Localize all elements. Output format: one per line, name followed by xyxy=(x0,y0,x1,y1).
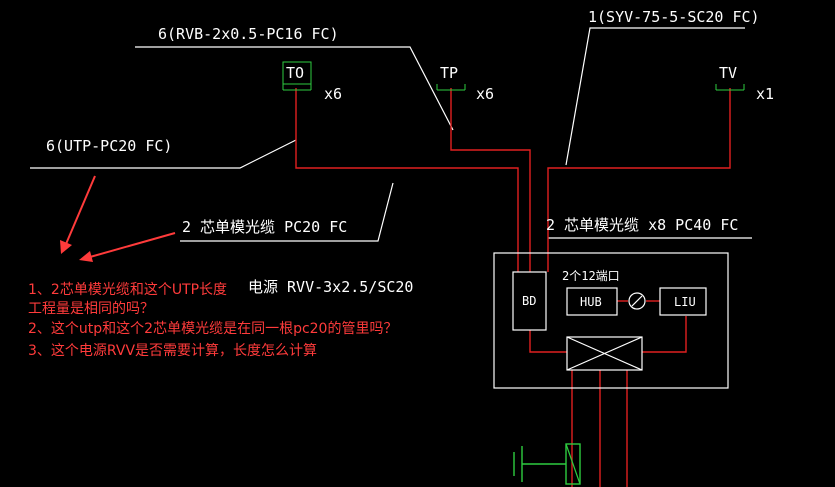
outlet-to-label: TO xyxy=(286,64,304,82)
liu-patch-wire xyxy=(642,316,687,353)
question-line-1: 1、2芯单模光缆和这个UTP长度 xyxy=(28,281,227,298)
ground-symbol xyxy=(513,443,581,485)
red-wiring xyxy=(295,88,731,487)
utp-leader-line xyxy=(30,139,297,169)
syv-cable-label: 1(SYV-75-5-SC20 FC) xyxy=(588,8,760,26)
utp-cable-label: 6(UTP-PC20 FC) xyxy=(46,137,172,155)
bd-box xyxy=(512,271,547,331)
fiber-left-label: 2 芯单模光缆 PC20 FC xyxy=(182,218,347,236)
liu-box xyxy=(659,287,707,316)
outlet-to-count: x6 xyxy=(324,85,342,103)
question-line-2: 工程量是相同的吗？ xyxy=(28,301,154,317)
outlet-tv-count: x1 xyxy=(756,85,774,103)
to-wire xyxy=(295,88,519,272)
question-line-3: 2、这个utp和这个2芯单模光缆是在同一根pc20的管里吗？ xyxy=(28,320,397,337)
distribution-cabinet xyxy=(493,252,729,389)
bd-label: BD xyxy=(522,294,536,308)
hub-caption: 2个12端口 xyxy=(562,269,620,283)
question-line-4: 3、这个电源RVV是否需要计算，长度怎么计算 xyxy=(28,342,317,359)
outlet-to-box xyxy=(282,61,312,85)
liu-label: LIU xyxy=(674,295,696,309)
hub-box xyxy=(566,287,618,316)
annotation-arrows xyxy=(60,175,176,262)
connector-symbol xyxy=(628,292,646,310)
hub-label: HUB xyxy=(580,295,602,309)
tv-wire xyxy=(547,88,731,272)
syv-leader-line xyxy=(565,27,745,166)
patch-panel xyxy=(566,336,643,371)
outlet-tp-label: TP xyxy=(440,64,458,82)
rvb-leader-line xyxy=(135,46,454,131)
tp-wire xyxy=(450,88,531,272)
fiber-left-underline xyxy=(180,182,394,242)
rvb-cable-label: 6(RVB-2x0.5-PC16 FC) xyxy=(158,25,339,43)
outlet-to xyxy=(282,61,312,91)
outlet-tv xyxy=(715,84,745,91)
power-cable-label: 电源 RVV-3x2.5/SC20 xyxy=(248,278,413,296)
outlet-tp xyxy=(436,84,466,91)
fiber-right-label: 2 芯单模光缆 x8 PC40 FC xyxy=(546,216,738,234)
outlet-tp-count: x6 xyxy=(476,85,494,103)
outlet-tv-label: TV xyxy=(719,64,737,82)
bd-patch-wire xyxy=(529,330,567,353)
